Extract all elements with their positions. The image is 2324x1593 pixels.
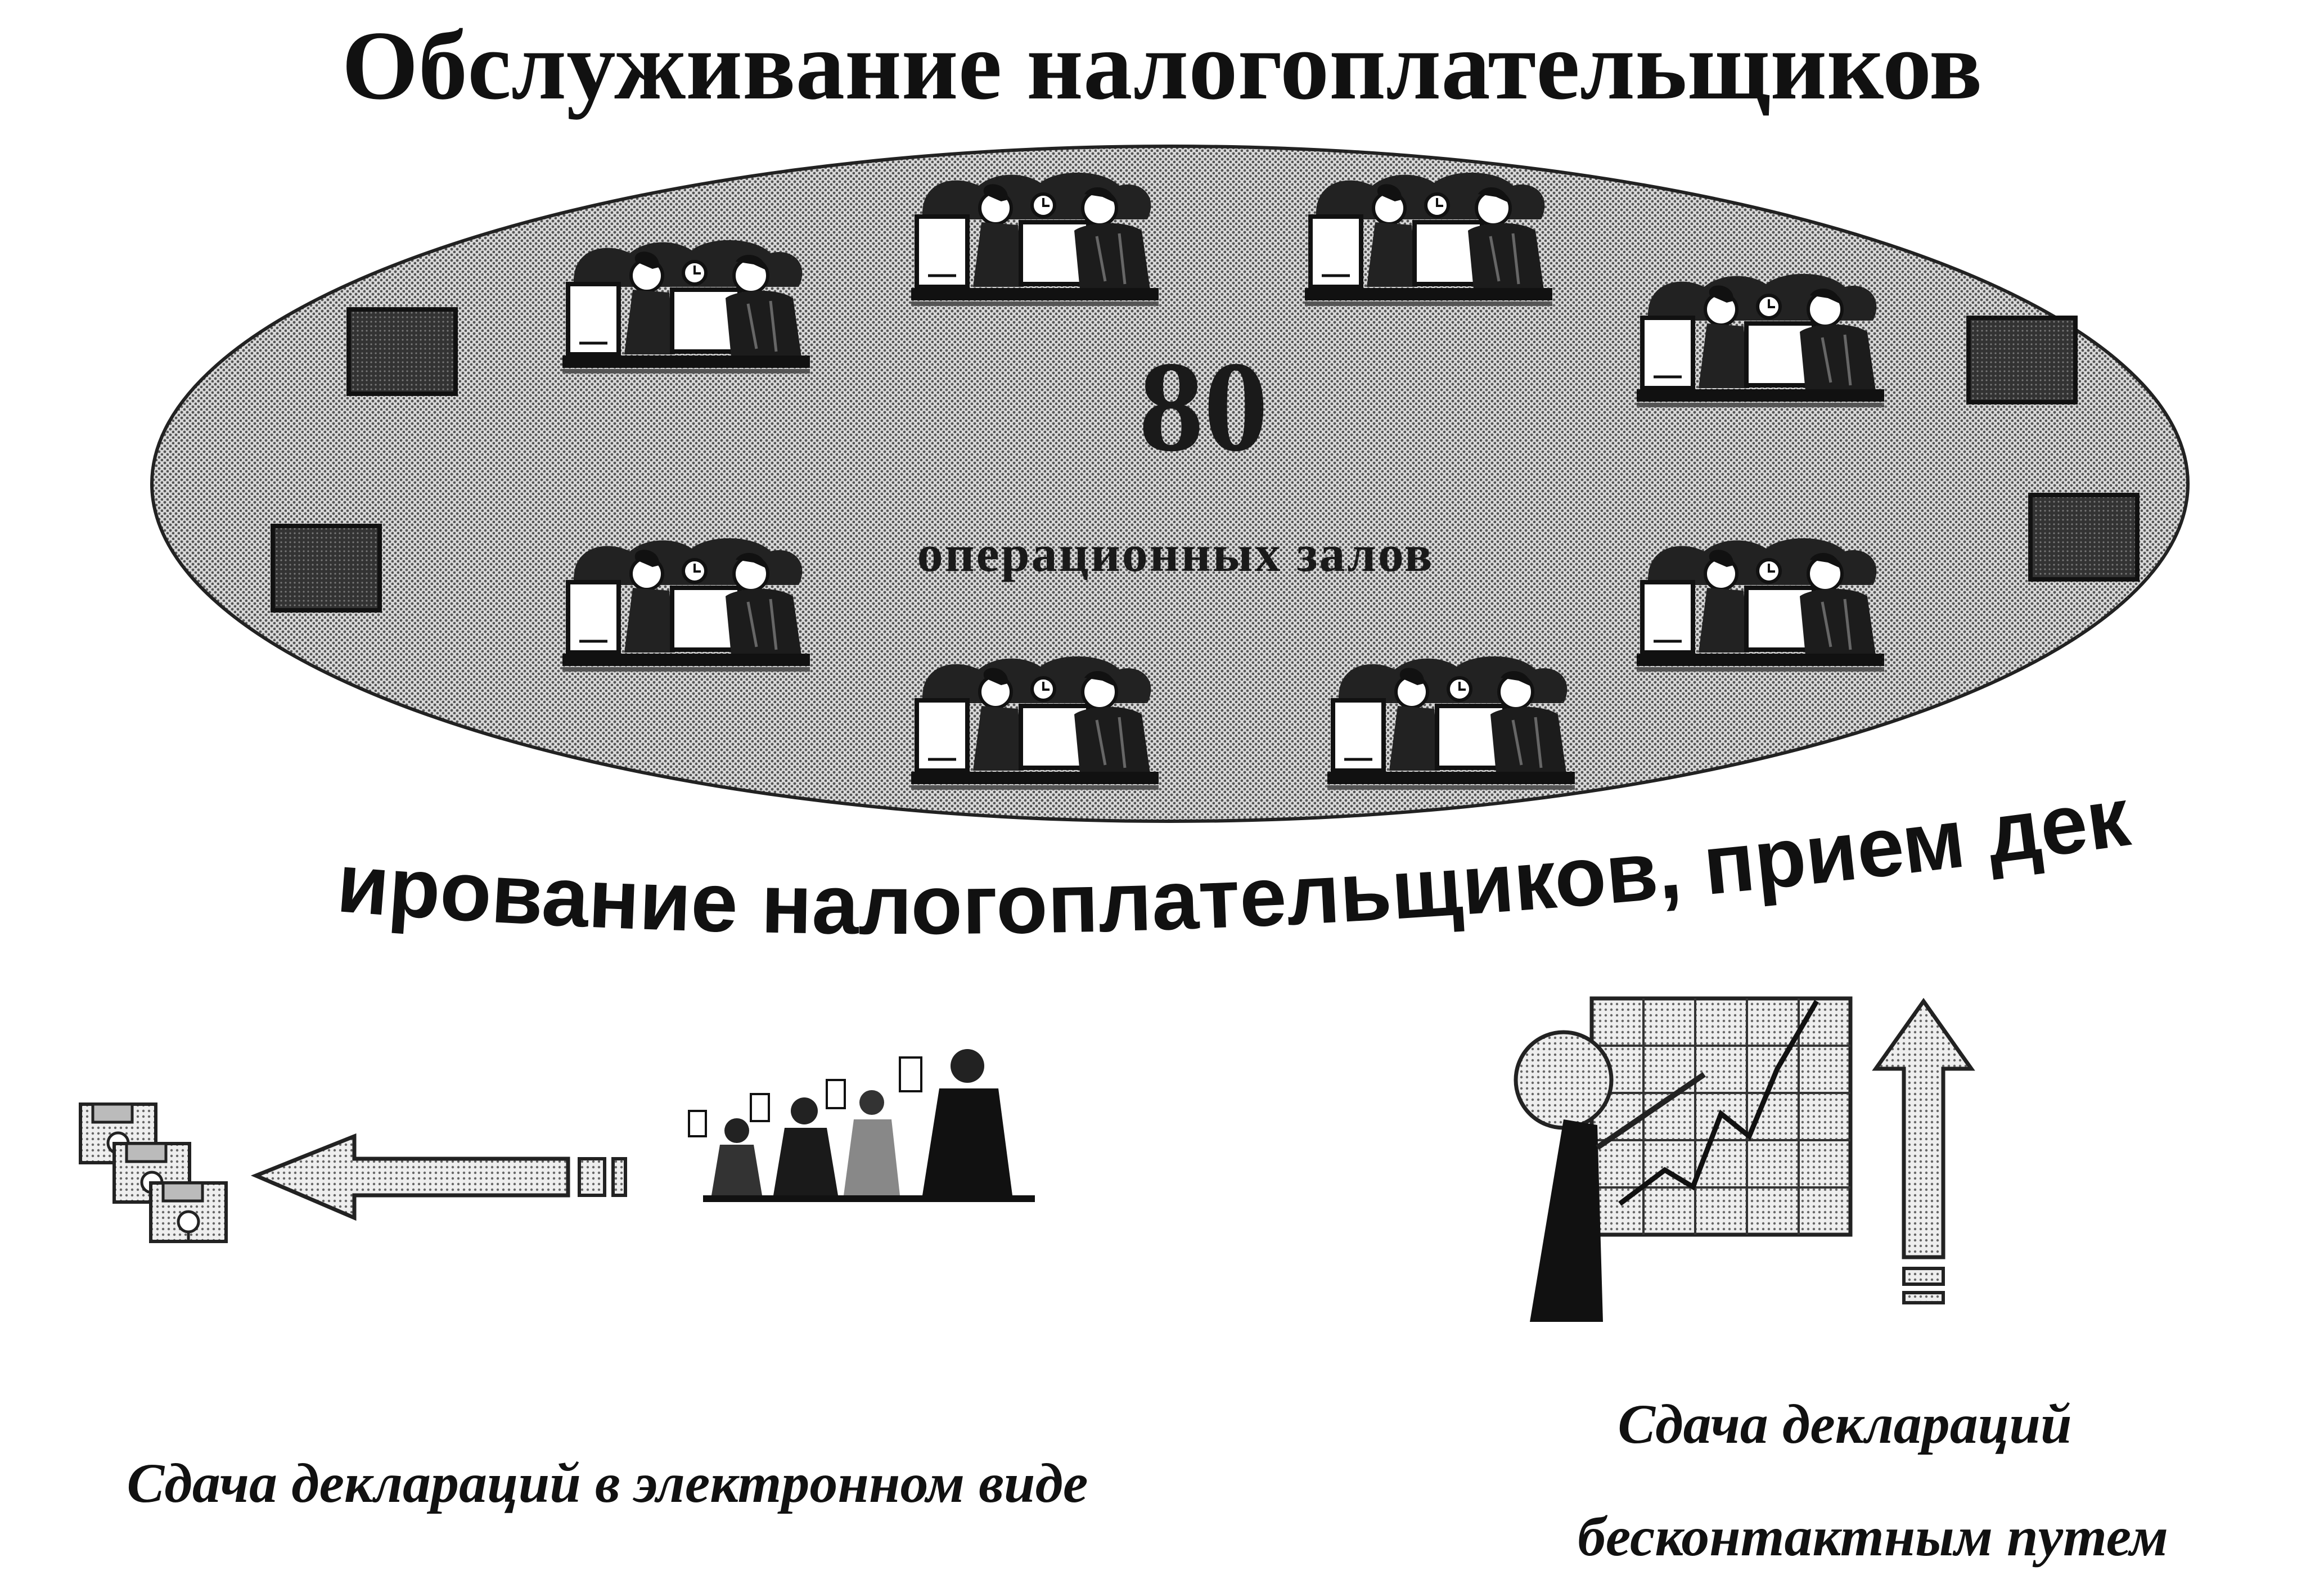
floppy-disk-icon	[151, 1183, 226, 1241]
dark-square-icon	[271, 524, 382, 613]
up-arrow-icon	[1872, 997, 1975, 1304]
page-title: Обслуживание налогоплательщиков	[342, 11, 1983, 120]
halls-count: 80	[1139, 335, 1268, 478]
service-desk-icon	[562, 538, 810, 672]
floppy-disk-stack	[80, 1104, 226, 1241]
contactless-filing-caption-line2: бесконтактным путем	[1578, 1505, 2168, 1568]
business-people-voting-icon	[688, 1049, 1035, 1202]
service-desk-icon	[1637, 538, 1884, 672]
dark-square-icon	[1966, 316, 2078, 404]
halls-label: операционных залов	[917, 525, 1434, 582]
dark-square-icon	[2028, 493, 2140, 582]
service-desk-icon	[911, 656, 1159, 790]
electronic-filing-caption: Сдача деклараций в электронном виде	[127, 1452, 1088, 1514]
presenter-with-growth-chart-icon	[1514, 996, 1853, 1322]
service-desk-icon	[562, 240, 810, 374]
contactless-filing-caption-line1: Сдача деклараций	[1618, 1393, 2071, 1455]
operations-halls-ellipse	[150, 145, 2190, 823]
service-desk-icon	[1637, 274, 1884, 407]
service-desk-icon	[1305, 173, 1552, 306]
service-desk-icon	[911, 173, 1159, 306]
left-arrow-icon	[250, 1133, 627, 1221]
dark-square-icon	[346, 307, 458, 396]
service-desk-icon	[1327, 656, 1575, 790]
